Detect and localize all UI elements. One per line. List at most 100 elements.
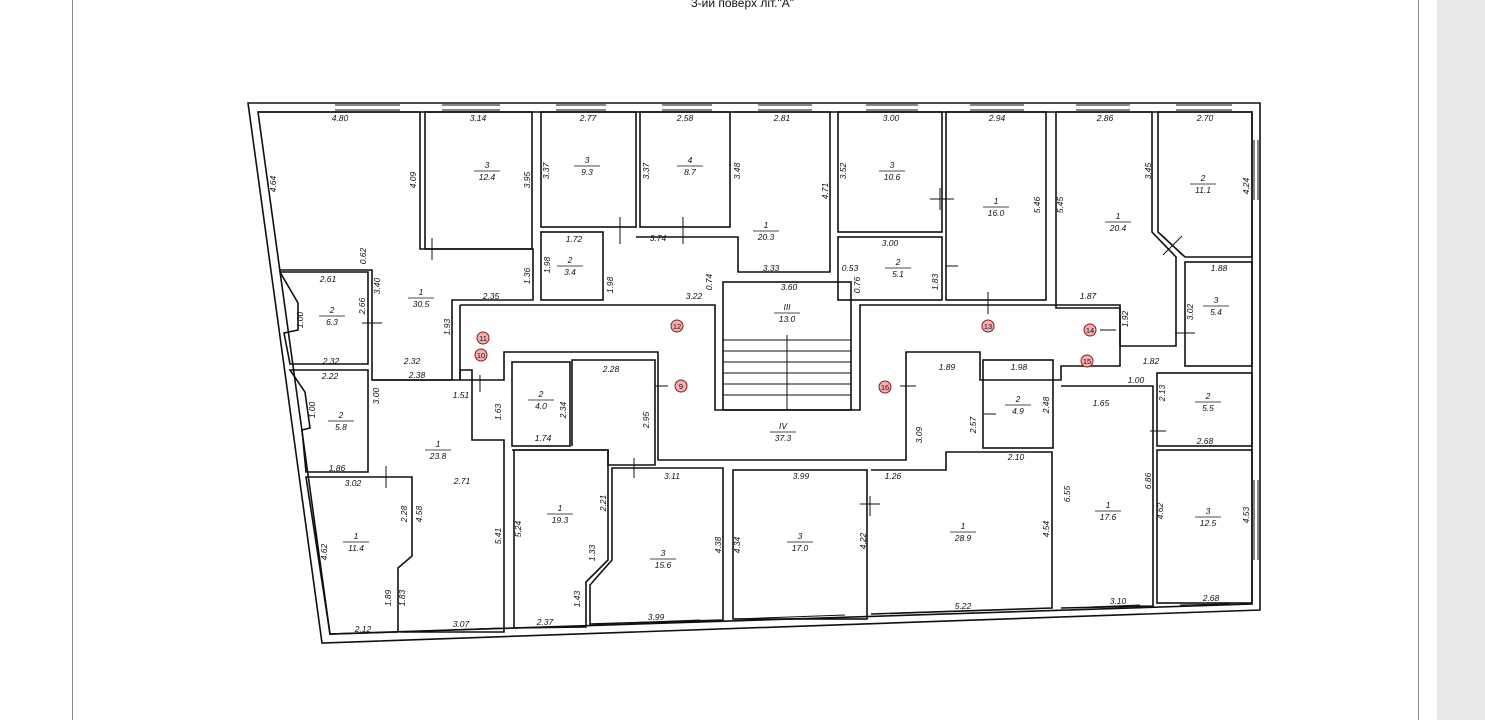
room-number: 3 — [1214, 295, 1219, 305]
room-label-r-v3: 317.0 — [787, 531, 813, 553]
dimension-label-vertical: 4.71 — [820, 182, 830, 199]
dimension-label: 1.65 — [1093, 398, 1110, 408]
dimension-label-vertical: 1.63 — [493, 403, 503, 420]
room-number: III — [783, 302, 791, 312]
room-label-r-t1: 111.4 — [343, 531, 369, 553]
drawing-sheet — [0, 0, 1437, 720]
room-area: 15.6 — [655, 560, 672, 570]
dimension-label-vertical: 4.09 — [408, 171, 418, 188]
room-area: 30.5 — [413, 299, 430, 309]
dimension-label: 3.11 — [664, 471, 680, 481]
room-wall-g1 — [1055, 111, 1177, 347]
dimension-label-vertical: 0.74 — [704, 273, 714, 290]
room-number: 1 — [354, 531, 359, 541]
section-marker-14: 14 — [1083, 323, 1097, 337]
room-area: 5.8 — [335, 422, 347, 432]
room-area: 5.4 — [1210, 307, 1222, 317]
stair-flights — [723, 335, 851, 410]
dimension-label: 1.88 — [1211, 263, 1228, 273]
dimension-label: 1.87 — [1080, 291, 1097, 301]
room-number: 2 — [1200, 173, 1206, 183]
marker-circle — [1080, 354, 1094, 368]
room-wall-b3 — [540, 111, 637, 228]
room-area: 4.0 — [535, 401, 547, 411]
room-label-r-m3: 35.4 — [1203, 295, 1229, 317]
room-number: 4 — [688, 155, 693, 165]
room-number: 2 — [538, 389, 544, 399]
dimension-label-vertical: 4.22 — [858, 532, 868, 549]
room-number: 1 — [1106, 500, 1111, 510]
room-label-r-a3: 312.4 — [474, 160, 500, 182]
marker-circle — [670, 319, 684, 333]
dimension-label: 0.53 — [842, 263, 859, 273]
dimension-label: 1.82 — [1143, 356, 1160, 366]
room-wall-j2 — [837, 236, 943, 301]
dimension-label: 3.74 — [650, 233, 667, 243]
dimension-label: 2.61 — [319, 274, 337, 284]
room-label-r-r1: 123.8 — [425, 439, 451, 461]
dimension-label: 2.22 — [321, 371, 339, 381]
dimension-label-vertical: 1.83 — [930, 273, 940, 290]
dimension-label-vertical: 1.43 — [572, 590, 582, 607]
marker-number: 13 — [984, 322, 992, 331]
dimension-label: 2.70 — [1196, 113, 1214, 123]
room-area: 20.4 — [1109, 223, 1127, 233]
dimension-label-vertical: 4.24 — [1241, 177, 1251, 194]
room-wall-x1 — [1060, 385, 1154, 609]
dimension-label-vertical: 1.92 — [1120, 310, 1130, 327]
room-wall-e3 — [837, 111, 943, 233]
dimension-label-vertical: 4.62 — [1155, 502, 1165, 519]
room-number: 2 — [338, 410, 344, 420]
dimension-label: 1.98 — [1011, 362, 1028, 372]
room-area: 37.3 — [775, 433, 792, 443]
room-number: 2 — [1015, 394, 1021, 404]
room-number: 1 — [436, 439, 441, 449]
dimension-label: 2.10 — [1007, 452, 1025, 462]
room-number: 3 — [798, 531, 803, 541]
room-area: 12.4 — [479, 172, 496, 182]
room-wall-m3 — [1184, 261, 1253, 367]
dimension-label-vertical: 4.38 — [713, 536, 723, 553]
room-wall-t1 — [305, 476, 413, 635]
dimension-label-vertical: 2.95 — [641, 411, 651, 429]
dimension-label: 3.10 — [1110, 596, 1127, 606]
room-area: 19.3 — [552, 515, 569, 525]
dimension-label-vertical: 2.48 — [1041, 396, 1051, 414]
dimension-label: 3.99 — [648, 612, 665, 622]
dimension-label-vertical: 0.76 — [852, 276, 862, 293]
room-number: 2 — [895, 257, 901, 267]
walls — [247, 102, 1261, 644]
room-label-r-d1: 120.3 — [753, 220, 779, 242]
room-number: 2 — [329, 305, 335, 315]
dimension-label: 1.86 — [329, 463, 346, 473]
room-wall-p2 — [1156, 372, 1253, 447]
marker-number: 11 — [479, 334, 487, 343]
room-area: 17.6 — [1100, 512, 1117, 522]
dimension-label-vertical: 3.45 — [1143, 162, 1153, 179]
dimension-label: 2.12 — [354, 624, 372, 634]
dimension-label-vertical: 3.00 — [371, 387, 381, 404]
room-number: 3 — [890, 160, 895, 170]
marker-circle — [474, 348, 488, 362]
dimension-label: 2.32 — [322, 356, 340, 366]
dimension-label: 1.72 — [566, 234, 583, 244]
dimension-label-vertical: 4.64 — [268, 175, 278, 192]
room-wall-y3 — [1156, 449, 1253, 604]
room-area: 4.9 — [1012, 406, 1024, 416]
dimension-label-vertical: 5.41 — [493, 527, 503, 544]
room-wall-s1b — [513, 449, 609, 629]
dimension-label: 2.77 — [579, 113, 597, 123]
dimension-label: 2.37 — [536, 617, 554, 627]
room-area: 9.3 — [581, 167, 593, 177]
room-label-r-g1: 120.4 — [1105, 211, 1131, 233]
dimension-label: 2.86 — [1096, 113, 1114, 123]
room-area: 16.0 — [988, 208, 1005, 218]
dimension-label-vertical: 2.13 — [1157, 384, 1167, 402]
room-area: 17.0 — [792, 543, 809, 553]
dimension-label-vertical: 1.36 — [522, 267, 532, 284]
room-label-r-x1: 117.6 — [1095, 500, 1121, 522]
floor-title: 3-ий поверх літ."А" — [690, 0, 795, 10]
dimension-label: 2.81 — [773, 113, 791, 123]
